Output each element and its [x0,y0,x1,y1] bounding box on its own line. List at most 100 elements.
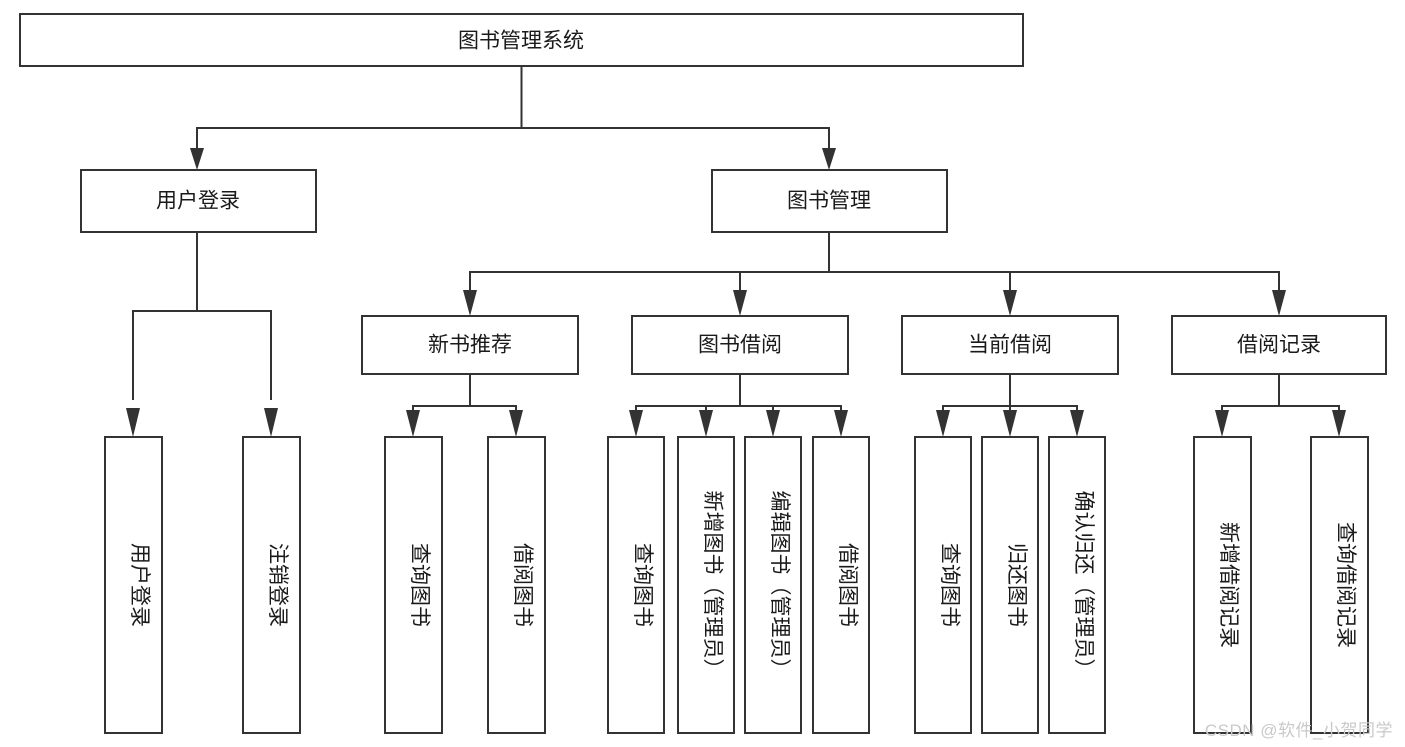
arrow-br-to-leaf-2 [1332,410,1346,437]
connector-bb-to-leaf-1 [635,374,741,412]
node-root-label: 图书管理系统 [458,30,584,53]
arrow-bm-to-borrow-record [1272,290,1286,316]
arrow-br-to-leaf-1 [1215,410,1229,437]
connector-group-book-management-to-level3 [463,232,1286,316]
node-leaf-add-book[interactable]: 新增图书（管理员） [677,436,735,734]
connector-root-to-book-management [521,127,830,152]
connector-group-root-to-level2 [190,66,836,170]
node-leaf-query-record[interactable]: 查询借阅记录 [1310,436,1369,734]
arrow-cb-to-leaf-2 [1003,410,1017,437]
node-user-login-label: 用户登录 [156,190,240,213]
node-leaf-edit-book[interactable]: 编辑图书（管理员） [744,436,802,734]
node-book-management-box[interactable] [711,169,948,233]
node-leaf-borrow-book-1-box[interactable] [487,436,546,734]
node-book-borrow-box[interactable] [631,315,849,375]
arrow-root-to-user-login [190,148,204,170]
node-user-login-box[interactable] [80,169,317,233]
node-current-borrow[interactable]: 当前借阅 [901,315,1119,375]
node-leaf-borrow-book-1-label: 借阅图书 [511,543,534,627]
connector-br-to-leaf-2 [1279,405,1340,412]
node-leaf-borrow-book-1[interactable]: 借阅图书 [487,436,546,734]
node-book-borrow-label: 图书借阅 [698,334,782,357]
node-leaf-query-book-3-box[interactable] [914,436,972,734]
node-user-login[interactable]: 用户登录 [80,169,317,233]
node-leaf-add-record-box[interactable] [1193,436,1252,734]
node-leaf-borrow-book-2-label: 借阅图书 [836,543,859,627]
connector-root-to-user-login [196,66,523,152]
arrow-bm-to-book-borrow [733,290,747,316]
connector-group-book-borrow-to-leaves [629,374,848,437]
node-leaf-user-logout-label: 注销登录 [266,543,289,627]
connector-group-borrow-record-to-leaves [1215,374,1346,437]
node-leaf-query-book-1-box[interactable] [384,436,443,734]
node-leaf-return-book[interactable]: 归还图书 [981,436,1039,734]
node-leaf-query-book-1[interactable]: 查询图书 [384,436,443,734]
node-book-borrow[interactable]: 图书借阅 [631,315,849,375]
node-leaf-user-logout-box[interactable] [242,436,301,734]
node-book-management-label: 图书管理 [787,190,871,213]
connector-user-login-to-leaf-2 [197,310,272,400]
node-leaf-query-book-2-box[interactable] [607,436,665,734]
arrow-bm-to-current-borrow [1003,290,1017,316]
node-leaf-add-record[interactable]: 新增借阅记录 [1193,436,1252,734]
node-borrow-record-label: 借阅记录 [1237,334,1321,357]
arrow-user-login-to-leaf-1 [126,408,140,437]
connector-bm-to-borrow-record [829,271,1280,292]
node-leaf-query-book-1-label: 查询图书 [408,543,431,627]
node-leaf-add-book-box[interactable] [677,436,735,734]
node-leaf-query-record-box[interactable] [1310,436,1369,734]
connector-group-current-borrow-to-leaves [936,374,1084,437]
connector-nb-to-leaf-2 [470,405,517,412]
node-leaf-query-book-2-label: 查询图书 [631,543,654,627]
node-leaf-return-book-label: 归还图书 [1005,543,1028,627]
node-borrow-record[interactable]: 借阅记录 [1171,315,1387,375]
node-leaf-query-book-3-label: 查询图书 [938,543,961,627]
arrow-nb-to-leaf-2 [509,410,523,437]
node-leaf-add-book-label: 新增图书（管理员） [701,491,724,680]
arrow-bb-to-leaf-1 [629,410,643,437]
arrow-bb-to-leaf-2 [699,410,713,437]
node-leaf-query-book-2[interactable]: 查询图书 [607,436,665,734]
node-leaf-edit-book-label: 编辑图书（管理员） [768,491,791,680]
connector-bm-to-new-book [469,232,830,292]
node-leaf-borrow-book-2[interactable]: 借阅图书 [812,436,870,734]
arrow-cb-to-leaf-3 [1070,410,1084,437]
arrow-root-to-book-management [822,148,836,170]
node-borrow-record-box[interactable] [1171,315,1387,375]
node-leaf-user-login-label: 用户登录 [128,543,151,627]
node-book-management[interactable]: 图书管理 [711,169,948,233]
node-root[interactable]: 图书管理系统 [19,13,1024,67]
connector-bm-to-book-borrow [739,271,829,292]
node-leaf-user-logout[interactable]: 注销登录 [242,436,301,734]
connector-nb-to-leaf-1 [412,374,471,412]
watermark-text: CSDN @软件_小贺同学 [1204,721,1393,740]
node-leaf-return-book-box[interactable] [981,436,1039,734]
node-leaf-query-record-label: 查询借阅记录 [1334,522,1357,648]
connector-br-to-leaf-1 [1221,374,1280,412]
node-leaf-borrow-book-2-box[interactable] [812,436,870,734]
node-leaf-confirm-return[interactable]: 确认归还（管理员） [1048,436,1106,734]
connector-bm-to-current-borrow [829,271,1011,292]
node-new-book-recommend-label: 新书推荐 [428,334,512,357]
arrow-bb-to-leaf-4 [834,410,848,437]
node-current-borrow-label: 当前借阅 [968,334,1052,357]
node-new-book-recommend-box[interactable] [361,315,579,375]
arrow-nb-to-leaf-1 [406,410,420,437]
node-leaf-edit-book-box[interactable] [744,436,802,734]
node-leaf-confirm-return-box[interactable] [1048,436,1106,734]
arrow-bm-to-new-book [463,290,477,316]
arrow-bb-to-leaf-3 [766,410,780,437]
node-current-borrow-box[interactable] [901,315,1119,375]
node-leaf-confirm-return-label: 确认归还（管理员） [1072,491,1095,680]
node-leaf-user-login[interactable]: 用户登录 [104,436,163,734]
arrow-cb-to-leaf-1 [936,410,950,437]
arrow-user-login-to-leaf-2 [264,408,278,437]
node-new-book-recommend[interactable]: 新书推荐 [361,315,579,375]
node-leaf-user-login-box[interactable] [104,436,163,734]
node-leaf-query-book-3[interactable]: 查询图书 [914,436,972,734]
node-leaf-add-record-label: 新增借阅记录 [1217,522,1240,648]
connector-user-login-to-leaf-1 [132,232,198,400]
node-root-box[interactable] [19,13,1024,67]
